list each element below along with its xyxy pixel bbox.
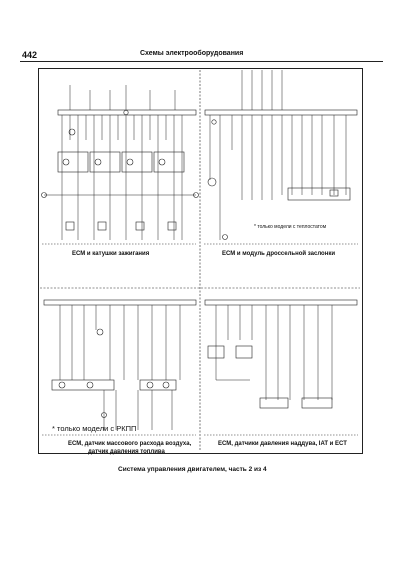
throttle-module-box [287,187,351,201]
header-rule [20,61,383,62]
coil-symbol-icon [126,158,134,166]
splice-icon [96,328,104,336]
maf-sensor-box [51,379,115,391]
coil-symbol-icon [62,158,70,166]
spark-plug-icon [97,221,107,231]
boost-sensor-box [207,345,225,359]
panel-bottom-right-schematic [204,299,358,436]
panel-top-right-schematic [204,70,358,245]
page-number: 442 [22,50,38,60]
ect-sensor-box [259,397,289,409]
ignition-coil-4 [153,151,185,173]
coil-symbol-icon [94,158,102,166]
panel-bottom-left-schematic [42,299,197,436]
bottom-right-connector-bar [204,299,358,306]
ignition-coil-1 [57,151,89,173]
note-bottom-left: * только модели с РКПП [52,424,137,433]
top-right-connector-bar [204,109,358,116]
splice-icon [68,128,76,136]
sensor-element-icon [58,381,66,389]
ignition-coil-2 [89,151,121,173]
spark-plug-icon [167,221,177,231]
iat-sensor-box [235,345,253,359]
ground-point-icon [101,412,107,418]
thermostat-sensor-icon [207,177,217,187]
connector-id-icon [211,119,217,125]
caption-bottom-left-line2: датчик давления топлива [88,449,165,455]
diagram-frame [38,68,363,454]
ground-point-icon [41,192,47,198]
caption-bottom-left-line1: ЕСМ, датчик массового расхода воздуха, [68,441,192,447]
top-left-connector-id-icon [123,110,129,116]
bottom-left-connector-bar [43,299,197,306]
ignition-coil-3 [121,151,153,173]
spark-plug-icon [135,221,145,231]
pressure-sensor-box [301,397,333,409]
ground-point-icon [193,192,199,198]
fuel-pressure-sensor-box [139,379,177,391]
spark-plug-icon [65,221,75,231]
throttle-motor-icon [329,189,339,197]
caption-bottom-right: ЕСМ, датчики давления наддува, IAT и ЕСТ [218,441,347,447]
coil-symbol-icon [158,158,166,166]
page-header-title: Схемы электрооборудования [140,50,244,57]
panel-top-left-schematic [41,85,199,245]
sensor-element-icon [146,381,154,389]
note-top-right: * только модели с теплостатом [254,224,327,230]
ground-point-icon [222,234,228,240]
top-left-connector-bar [57,109,197,116]
sensor-element-icon [162,381,170,389]
caption-top-left: ЕСМ и катушки зажигания [72,251,150,257]
sensor-element-icon [86,381,94,389]
caption-top-right: ЕСМ и модуль дроссельной заслонки [222,251,336,257]
page-footer-caption: Система управления двигателем, часть 2 и… [118,466,267,473]
